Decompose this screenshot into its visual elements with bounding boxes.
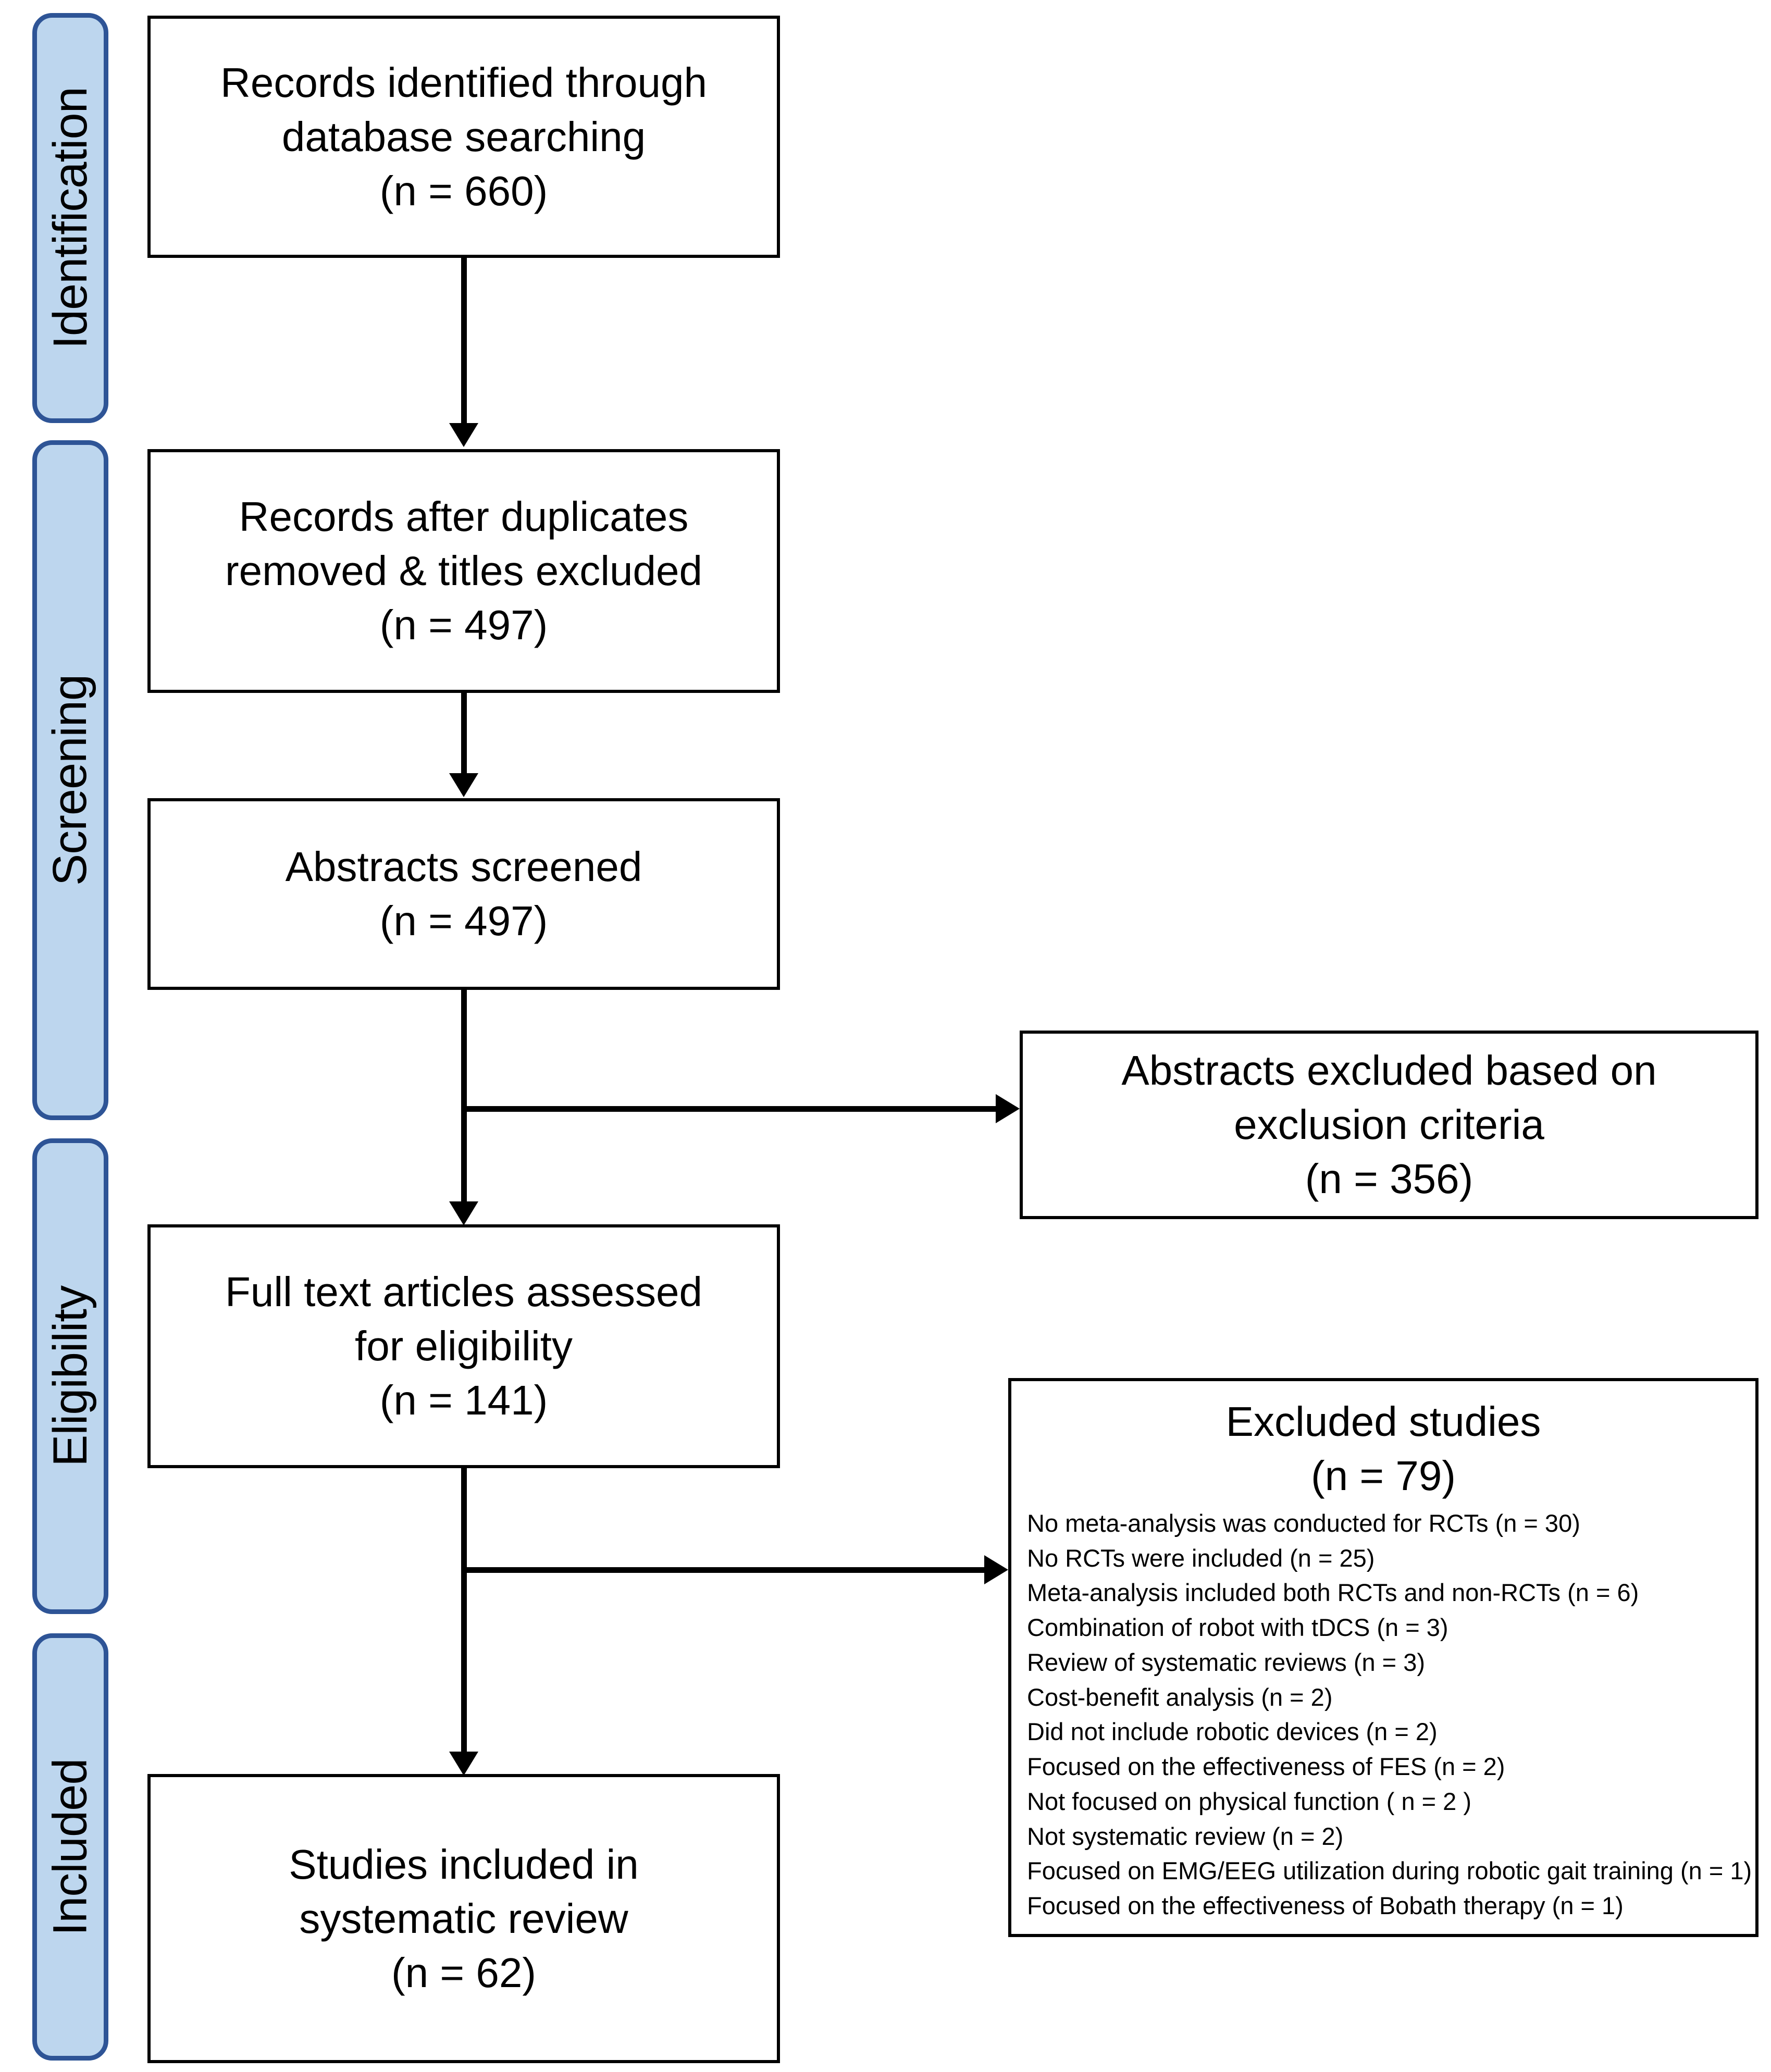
arrowhead-duplicates [449,423,478,447]
node-line: Full text articles assessed [225,1269,702,1315]
node-line: systematic review [299,1895,628,1942]
node-line: Records identified through [220,59,707,106]
connector-duplicates-to-screened [461,693,467,775]
stage-screening: Screening [32,440,108,1120]
node-line: for eligibility [355,1323,573,1369]
node-abstracts-excluded: Abstracts excluded based on exclusion cr… [1020,1031,1758,1219]
node-excluded-studies: Excluded studies (n = 79) No meta-analys… [1008,1378,1758,1937]
list-item: Review of systematic reviews (n = 3) [1027,1648,1425,1676]
list-item: Focused on the effectiveness of Bobath t… [1027,1892,1624,1920]
arrowhead-screened [449,773,478,797]
stage-label-eligibility: Eligibility [43,1286,97,1467]
list-item: Combination of robot with tDCS (n = 3) [1027,1614,1448,1642]
stage-identification: Identification [32,13,108,423]
connector-screened-to-fulltext [461,990,467,1209]
list-item: Cost-benefit analysis (n = 2) [1027,1683,1333,1711]
list-item: Focused on EMG/EEG utilization during ro… [1027,1857,1752,1885]
excluded-studies-title: Excluded studies [1225,1398,1541,1445]
stage-included: Included [32,1633,108,2061]
connector-fulltext-to-excluded-studies [461,1567,985,1573]
list-item: Not focused on physical function ( n = 2… [1027,1787,1471,1815]
node-line: removed & titles excluded [225,548,702,594]
list-item: Not systematic review (n = 2) [1027,1822,1344,1850]
node-records-identified: Records identified through database sear… [147,16,780,258]
node-records-after-duplicates: Records after duplicates removed & title… [147,449,780,693]
arrowhead-included [449,1752,478,1776]
node-studies-included: Studies included in systematic review (n… [147,1774,780,2063]
connector-fulltext-to-included [461,1468,467,1760]
node-line: Records after duplicates [239,493,689,540]
connector-identified-to-duplicates [461,258,467,425]
node-line: (n = 141) [379,1377,548,1423]
node-line: (n = 356) [1305,1156,1473,1202]
arrowhead-fulltext [449,1201,478,1225]
excluded-studies-count: (n = 79) [1311,1453,1456,1499]
node-line: (n = 497) [379,602,548,648]
node-line: Studies included in [289,1841,639,1888]
node-abstracts-screened: Abstracts screened (n = 497) [147,798,780,990]
node-line: Abstracts screened [285,843,642,890]
list-item: Meta-analysis included both RCTs and non… [1027,1579,1639,1607]
node-line: Abstracts excluded based on [1121,1047,1657,1094]
node-line: (n = 660) [379,167,548,214]
list-item: Did not include robotic devices (n = 2) [1027,1718,1438,1746]
stage-label-screening: Screening [43,674,97,886]
connector-screened-to-abstracts-excluded [461,1106,997,1112]
stage-label-included: Included [43,1758,97,1935]
excluded-studies-reason-list: No meta-analysis was conducted for RCTs … [1011,1506,1755,1924]
stage-label-identification: Identification [43,87,97,349]
arrowhead-excluded-studies [984,1555,1008,1584]
list-item: Focused on the effectiveness of FES (n =… [1027,1753,1505,1781]
node-line: (n = 497) [379,898,548,944]
arrowhead-abstracts-excluded [996,1094,1020,1123]
node-line: database searching [281,113,646,160]
node-line: exclusion criteria [1234,1101,1544,1148]
node-line: (n = 62) [391,1949,536,1996]
node-full-text-assessed: Full text articles assessed for eligibil… [147,1224,780,1468]
list-item: No RCTs were included (n = 25) [1027,1544,1375,1572]
stage-eligibility: Eligibility [32,1138,108,1614]
list-item: No meta-analysis was conducted for RCTs … [1027,1509,1580,1537]
